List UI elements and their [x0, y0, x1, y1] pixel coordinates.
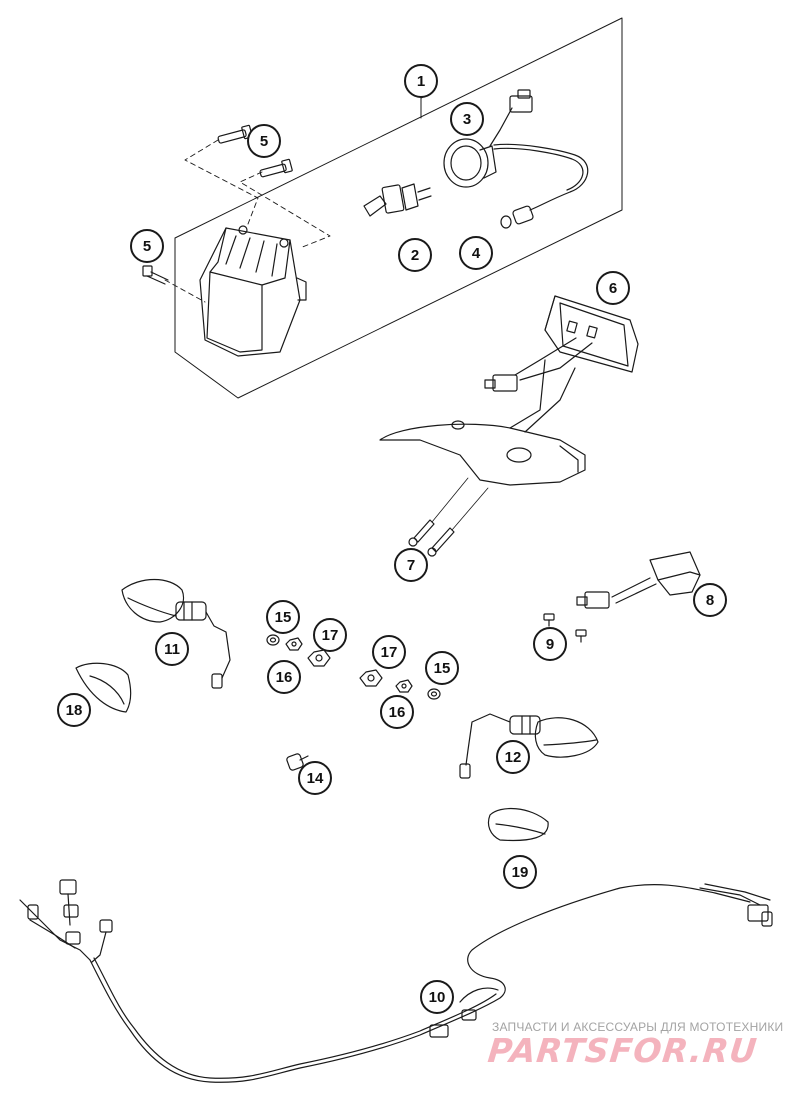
screw-14 [286, 753, 309, 771]
watermark-subtitle: ЗАПЧАСТИ И АКСЕССУАРЫ ДЛЯ МОТОТЕХНИКИ [492, 1020, 784, 1034]
callout-15-right: 15 [425, 651, 459, 685]
tail-light [484, 295, 639, 392]
callout-5-top: 5 [247, 124, 281, 158]
wiring-harness [19, 879, 773, 1083]
callout-3: 3 [450, 102, 484, 136]
callout-6: 6 [596, 271, 630, 305]
hardware-right [359, 669, 441, 700]
callout-2: 2 [398, 238, 432, 272]
tail-bracket [379, 359, 586, 486]
bracket-screws [408, 477, 489, 557]
callout-17-left: 17 [313, 618, 347, 652]
callout-18: 18 [57, 693, 91, 727]
indicator-cover-left [75, 662, 132, 713]
callout-1: 1 [404, 64, 438, 98]
headlight-housing [199, 225, 307, 357]
indicator-front-left [121, 579, 231, 689]
headlight-kit-frame [174, 17, 623, 399]
callout-5-left: 5 [130, 229, 164, 263]
callout-14: 14 [298, 761, 332, 795]
callout-15-left: 15 [266, 600, 300, 634]
license-plate-light [576, 551, 701, 609]
bolt-left [142, 265, 169, 285]
parking-bulb [500, 205, 534, 229]
callout-8: 8 [693, 583, 727, 617]
callout-16-right: 16 [380, 695, 414, 729]
bolt-top-2 [259, 158, 293, 178]
bolt-leader-lines [164, 139, 331, 303]
indicator-front-right [459, 713, 599, 779]
small-screws [543, 613, 587, 643]
callout-10: 10 [420, 980, 454, 1014]
callout-16-left: 16 [267, 660, 301, 694]
callout-7: 7 [394, 548, 428, 582]
callout-12: 12 [496, 740, 530, 774]
bulb-socket [443, 89, 589, 211]
headlight-bulb [363, 183, 432, 217]
callout-4: 4 [459, 236, 493, 270]
watermark-logo: PARTSFOR.RU [486, 1031, 760, 1070]
callout-9: 9 [533, 627, 567, 661]
indicator-cover-right [487, 807, 549, 842]
callout-19: 19 [503, 855, 537, 889]
callout-11: 11 [155, 632, 189, 666]
callout-17-right: 17 [372, 635, 406, 669]
